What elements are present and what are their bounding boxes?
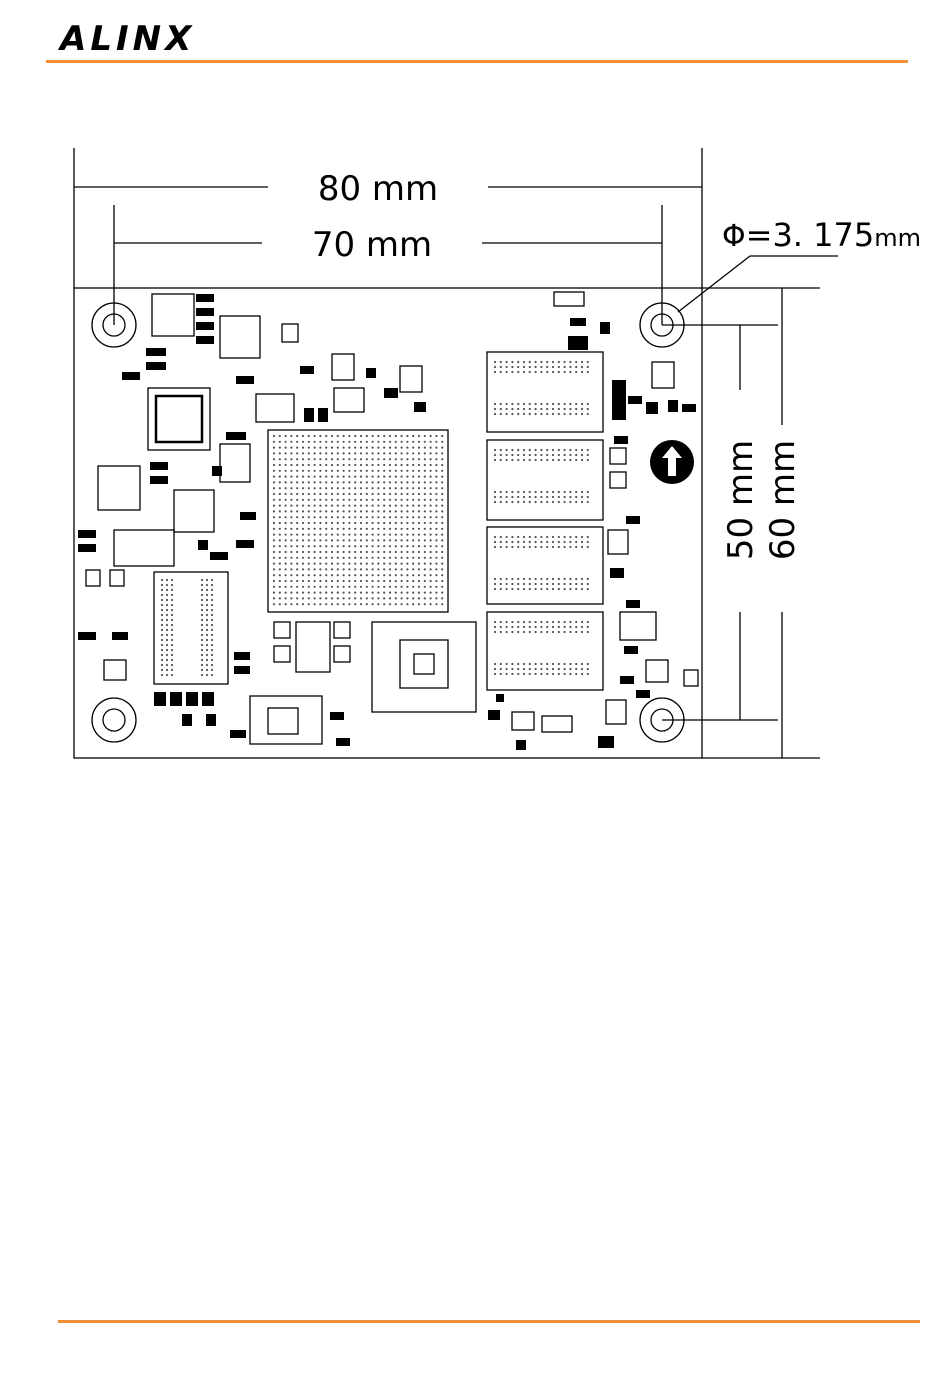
up-arrow-icon [650, 440, 694, 484]
diameter-value: =3. 175 [746, 216, 875, 254]
board-outline [74, 288, 702, 758]
dimension-width-outer: 80 mm [318, 169, 438, 209]
diameter-unit: mm [874, 224, 921, 252]
footer-rule [58, 1320, 920, 1323]
dimension-height-outer: 60 mm [763, 440, 803, 560]
hole-diameter-label: Φ=3. 175mm [722, 216, 921, 254]
diameter-symbol: Φ [722, 219, 746, 254]
dimension-width-inner: 70 mm [312, 225, 432, 265]
board-dimension-drawing: 80 mm 70 mm 50 mm 60 mm Φ=3. 175mm [0, 0, 950, 800]
dimension-height-inner: 50 mm [721, 440, 761, 560]
